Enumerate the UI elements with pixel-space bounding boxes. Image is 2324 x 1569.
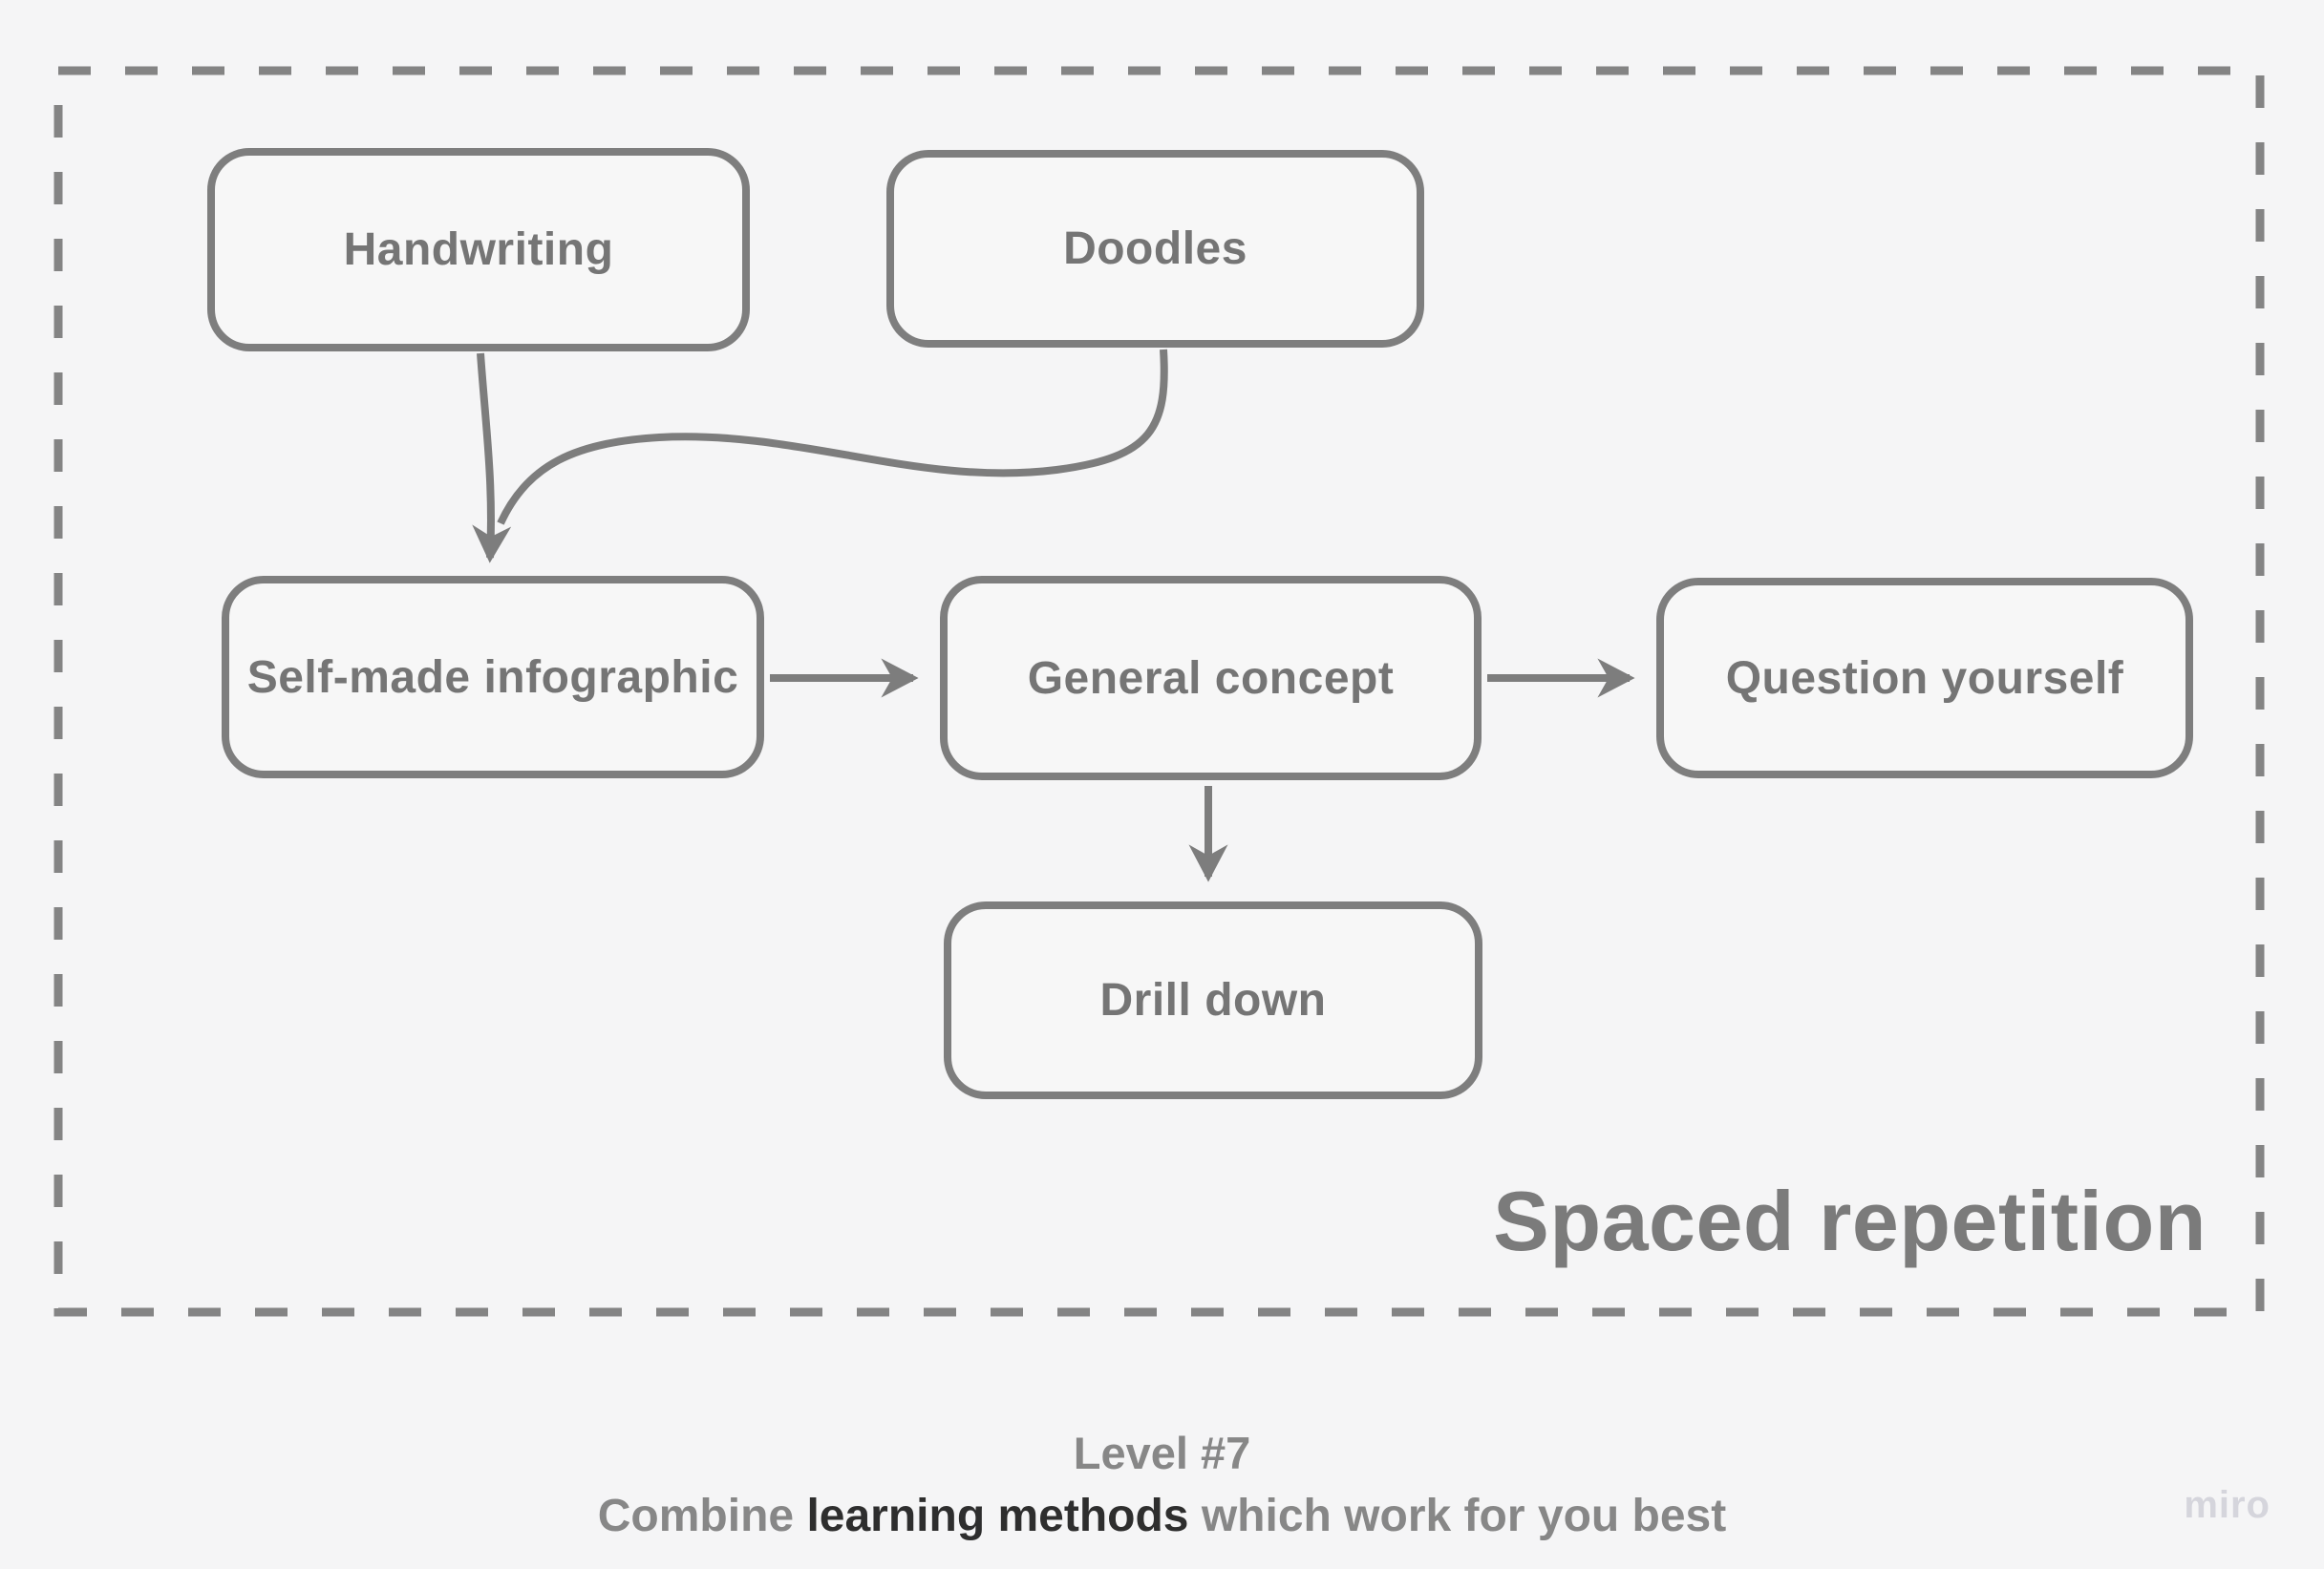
- caption-suffix: which work for you best: [1188, 1491, 1727, 1541]
- node-drill-down[interactable]: Drill down: [944, 901, 1482, 1099]
- connector-doodles-to-infographic[interactable]: [497, 349, 1168, 525]
- node-label: Question yourself: [1725, 652, 2124, 704]
- node-doodles[interactable]: Doodles: [886, 150, 1424, 348]
- node-label: Doodles: [1063, 223, 1247, 274]
- connector-handwriting-to-infographic[interactable]: [472, 352, 512, 563]
- caption-prefix: Combine: [597, 1491, 807, 1541]
- node-label: General concept: [1027, 652, 1395, 704]
- node-handwriting[interactable]: Handwriting: [207, 148, 750, 351]
- caption-level: Level #7: [1073, 1428, 1251, 1478]
- node-label: Self-made infographic: [246, 651, 739, 703]
- frame-title[interactable]: Spaced repetition: [1493, 1174, 2207, 1268]
- node-general-concept[interactable]: General concept: [940, 576, 1482, 780]
- caption-highlight: learning methods: [806, 1491, 1189, 1541]
- node-self-made-infographic[interactable]: Self-made infographic: [222, 576, 764, 778]
- node-label: Drill down: [1099, 975, 1327, 1026]
- node-label: Handwriting: [343, 224, 614, 275]
- node-question-yourself[interactable]: Question yourself: [1656, 578, 2193, 778]
- spaced-repetition-frame-border[interactable]: [53, 66, 2265, 1317]
- miro-logo: miro: [2184, 1484, 2271, 1526]
- caption-text: Combine learning methods which work for …: [0, 1490, 2324, 1542]
